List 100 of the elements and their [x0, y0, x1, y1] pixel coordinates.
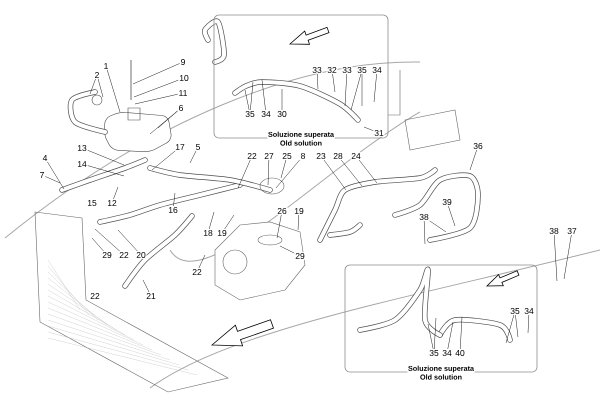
- callout-number: 22: [191, 268, 203, 276]
- callout-number: 16: [167, 206, 179, 214]
- callout-number: 21: [145, 292, 157, 300]
- leader-line: [134, 80, 178, 98]
- callout-number: 35: [244, 110, 256, 118]
- callout-number: 2: [94, 71, 100, 79]
- leader-line: [250, 82, 254, 110]
- callout-number: 25: [281, 152, 293, 160]
- leader-line: [262, 80, 266, 110]
- leader-line: [374, 74, 377, 102]
- leader-line: [364, 126, 374, 131]
- callout-number: 34: [260, 110, 272, 118]
- leader-line: [198, 254, 206, 268]
- leader-line: [158, 110, 178, 128]
- leader-line: [428, 324, 434, 350]
- callout-number: 15: [86, 199, 98, 207]
- leader-line: [350, 74, 362, 110]
- callout-number: 28: [332, 152, 344, 160]
- callout-number: 19: [216, 229, 228, 237]
- callout-number: 4: [42, 154, 48, 162]
- leader-line: [47, 162, 64, 190]
- callout-number: 22: [118, 251, 130, 259]
- callout-number: 20: [135, 251, 147, 259]
- callout-number: 32: [326, 66, 338, 74]
- leader-line: [94, 228, 120, 252]
- callout-number: 7: [38, 171, 46, 179]
- leader-line: [470, 150, 477, 170]
- callout-number: 24: [350, 152, 362, 160]
- leader-line: [332, 74, 336, 92]
- callout-number: 40: [454, 349, 466, 357]
- leader-line: [150, 110, 178, 134]
- callout-number: 26: [276, 207, 288, 215]
- callout-number: 34: [371, 66, 383, 74]
- leader-line: [98, 78, 104, 98]
- callout-number: 17: [174, 143, 186, 151]
- callout-number: 39: [441, 198, 453, 206]
- callout-number: 27: [263, 152, 275, 160]
- leader-line: [430, 220, 446, 232]
- leader-line: [208, 212, 214, 230]
- leader-line: [45, 176, 60, 184]
- callout-number: 29: [294, 252, 306, 260]
- callout-number: 19: [293, 207, 305, 215]
- leader-line: [280, 246, 294, 254]
- leader-line: [224, 214, 234, 230]
- leader-line: [134, 94, 178, 104]
- leader-line: [118, 230, 138, 252]
- callout-number: 14: [76, 160, 88, 168]
- callout-number: 13: [76, 144, 88, 152]
- leader-line: [142, 280, 150, 292]
- leader-line: [92, 238, 104, 252]
- leader-line: [515, 314, 518, 338]
- callout-number: 33: [341, 66, 353, 74]
- leader-line: [448, 206, 456, 226]
- leader-line: [344, 74, 347, 106]
- callout-number: 18: [202, 229, 214, 237]
- leader-line: [152, 150, 176, 170]
- leader-line: [554, 234, 558, 282]
- leader-line: [434, 318, 436, 350]
- leader-line: [90, 78, 96, 94]
- callout-number: 38: [548, 227, 560, 235]
- callout-number: 34: [523, 307, 535, 315]
- callout-number: 5: [194, 143, 202, 151]
- callout-number: 8: [300, 152, 306, 160]
- callout-number: 37: [566, 227, 578, 235]
- callout-number: 38: [418, 213, 430, 221]
- callout-number: 23: [315, 152, 327, 160]
- callout-number: 22: [246, 152, 258, 160]
- leader-line: [460, 316, 462, 350]
- callout-number: 9: [180, 58, 186, 66]
- callout-number: 29: [101, 251, 113, 259]
- leader-line: [132, 63, 180, 84]
- leader-line: [276, 160, 300, 188]
- leader-line: [88, 165, 124, 176]
- leader-line: [340, 160, 362, 186]
- leader-line: [280, 160, 286, 178]
- callout-number: 31: [373, 129, 385, 137]
- callout-number: 30: [276, 110, 288, 118]
- leader-line: [190, 150, 196, 164]
- leader-line: [276, 214, 282, 238]
- leader-line: [424, 220, 426, 244]
- leader-line: [268, 160, 270, 186]
- leader-line: [244, 90, 250, 110]
- leader-line: [113, 186, 118, 200]
- callout-number: 10: [178, 74, 190, 82]
- leader-line: [316, 74, 318, 90]
- leader-line: [448, 322, 454, 350]
- callout-number: 35: [356, 66, 368, 74]
- callout-number: 12: [106, 199, 118, 207]
- leader-line: [88, 150, 124, 166]
- callout-number: 34: [441, 349, 453, 357]
- callout-number: 35: [428, 349, 440, 357]
- callout-number: 36: [472, 142, 484, 150]
- callout-number: 33: [311, 66, 323, 74]
- leader-line: [528, 314, 530, 334]
- leader-line: [173, 192, 176, 206]
- callout-number: 22: [89, 292, 101, 300]
- leader-line: [358, 160, 378, 184]
- leader-line: [238, 160, 250, 188]
- leader-line: [298, 214, 300, 230]
- leader-line: [564, 234, 572, 280]
